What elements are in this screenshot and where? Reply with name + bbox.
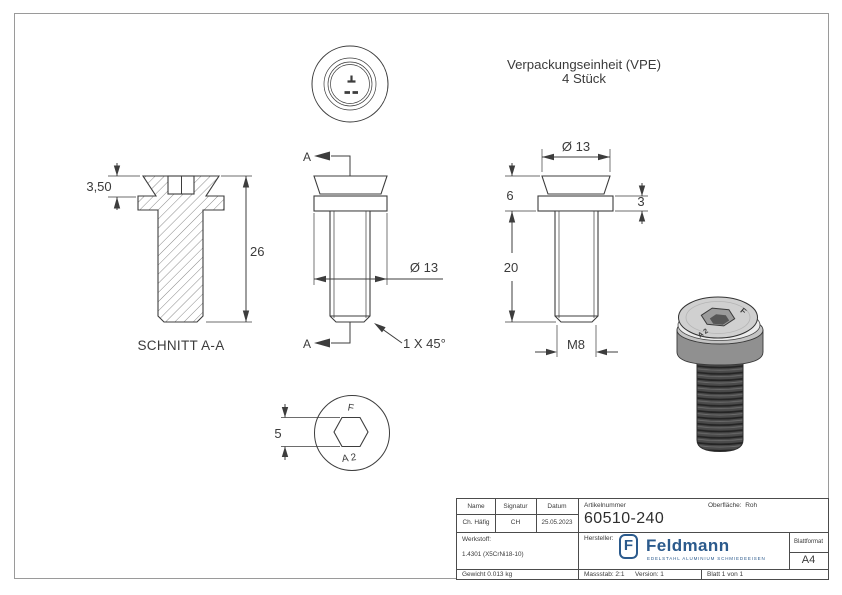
cut-mark-bottom: A: [303, 337, 311, 351]
manufacturer-label: Hersteller:: [584, 535, 614, 542]
name-label: Name: [467, 503, 485, 510]
bottom-mark-bottom: A 2: [341, 452, 357, 465]
front-view: A A Ø 13 1 X 45°: [303, 150, 446, 351]
signature-value: CH: [510, 519, 521, 526]
sheet-border: [14, 13, 829, 579]
shaft: [554, 210, 599, 323]
article-number: 60510-240: [584, 510, 665, 527]
version-value: Version: 1: [635, 570, 664, 578]
top-view: [311, 45, 389, 123]
date-label: Datum: [547, 503, 567, 510]
head-cone: [313, 175, 388, 195]
head-cone: [541, 175, 611, 195]
dim-chamfer: 1 X 45°: [403, 336, 446, 351]
head-marking-glyph: [347, 75, 356, 83]
logo-tagline: EDELSTAHL ALUMINIUM SCHMIEDEEISEN: [647, 556, 766, 561]
packaging-note: Verpackungseinheit (VPE) 4 Stück: [507, 57, 661, 86]
section-title: SCHNITT A-A: [137, 338, 224, 353]
format-value: A4: [801, 554, 816, 566]
dim-thread: M8: [567, 337, 585, 352]
dim-diameter-front: Ø 13: [410, 260, 438, 275]
side-view: Ø 13 6 20 3: [504, 139, 648, 357]
surface-label: Oberfläche:: [708, 502, 742, 509]
collar: [537, 195, 614, 212]
packaging-note-line2: 4 Stück: [562, 71, 606, 86]
dim-socket-depth: 3,50: [86, 179, 111, 194]
signature-label: Signatur: [503, 503, 528, 510]
section-cut-body: [137, 175, 225, 323]
dim-hex-socket: 5: [274, 426, 281, 441]
bottom-view: F A 2 5: [274, 395, 390, 471]
feldmann-logo: F Feldmann EDELSTAHL ALUMINIUM SCHMIEDEE…: [619, 534, 789, 567]
hex-socket: [333, 416, 369, 448]
iso-threaded-shaft: [696, 339, 744, 453]
logo-mark-icon: F: [619, 534, 638, 559]
collar: [313, 195, 388, 212]
title-block: Name Signatur Datum Ch. Häfig CH 25.05.2…: [456, 498, 829, 580]
weight-value: Gewicht 0.013 kg: [462, 570, 513, 578]
iso-mark-bottom: A 2: [697, 328, 710, 340]
dim-diameter-side: Ø 13: [562, 139, 590, 154]
sheet-value: Blatt 1 von 1: [707, 570, 744, 578]
shaft: [329, 210, 371, 323]
packaging-note-line1: Verpackungseinheit (VPE): [507, 57, 661, 72]
material-label: Werkstoff:: [462, 536, 492, 543]
surface-value: Roh: [745, 502, 758, 509]
format-label: Blattformat: [793, 539, 823, 545]
iso-mark-top: F: [738, 306, 748, 316]
scale-value: Massstab: 2:1: [584, 570, 625, 578]
cut-mark-top: A: [303, 150, 311, 164]
logo-wordmark: Feldmann: [646, 536, 730, 555]
date-value: 25.05.2023: [541, 519, 573, 526]
dim-shaft-length: 20: [504, 260, 518, 275]
dim-head-height: 6: [506, 188, 513, 203]
dim-total-length: 26: [250, 244, 264, 259]
section-view: 3,50 26 SCHNITT A-A: [86, 163, 264, 353]
article-number-label: Artikelnummer: [584, 502, 626, 509]
name-value: Ch. Häfig: [462, 519, 490, 526]
iso-view: F A 2: [676, 296, 764, 453]
bottom-mark-top: F: [347, 403, 355, 415]
dim-collar-height: 3: [637, 194, 644, 209]
material-value: 1.4301 (X5CrNi18-10): [462, 551, 524, 558]
surface-field: Oberfläche: Roh: [708, 502, 757, 509]
